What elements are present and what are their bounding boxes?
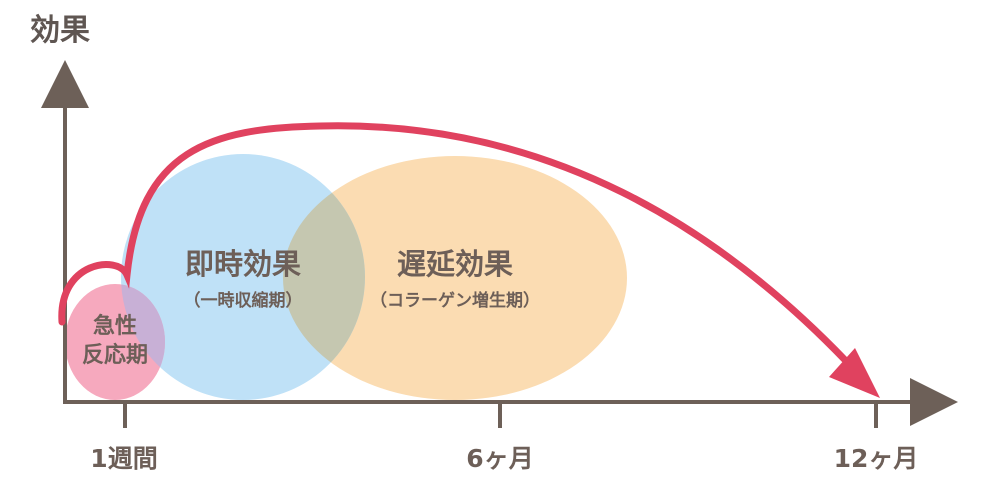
effect-curve-arrow bbox=[58, 122, 850, 365]
acute-zone-label-line2: 反応期 bbox=[82, 342, 148, 368]
immediate-effect-subtitle: （一時収縮期） bbox=[184, 290, 303, 311]
delayed-effect-zone bbox=[283, 156, 627, 400]
y-axis-arrowhead bbox=[41, 60, 89, 108]
acute-zone-label-line1: 急性 bbox=[93, 313, 137, 339]
x-tick-label-6-months: 6ヶ月 bbox=[466, 444, 533, 473]
x-axis-arrowhead bbox=[910, 378, 958, 426]
effect-curve-arrowhead bbox=[829, 348, 880, 398]
immediate-effect-zone bbox=[121, 154, 365, 400]
x-tick-label-12-months: 12ヶ月 bbox=[834, 444, 919, 473]
x-tick-label-1-week: 1週間 bbox=[90, 444, 157, 473]
y-axis-label: 効果 bbox=[30, 13, 90, 48]
immediate-effect-title: 即時効果 bbox=[185, 247, 301, 281]
delayed-effect-subtitle: （コラーゲン増生期） bbox=[370, 290, 540, 311]
delayed-effect-title: 遅延効果 bbox=[397, 247, 513, 281]
